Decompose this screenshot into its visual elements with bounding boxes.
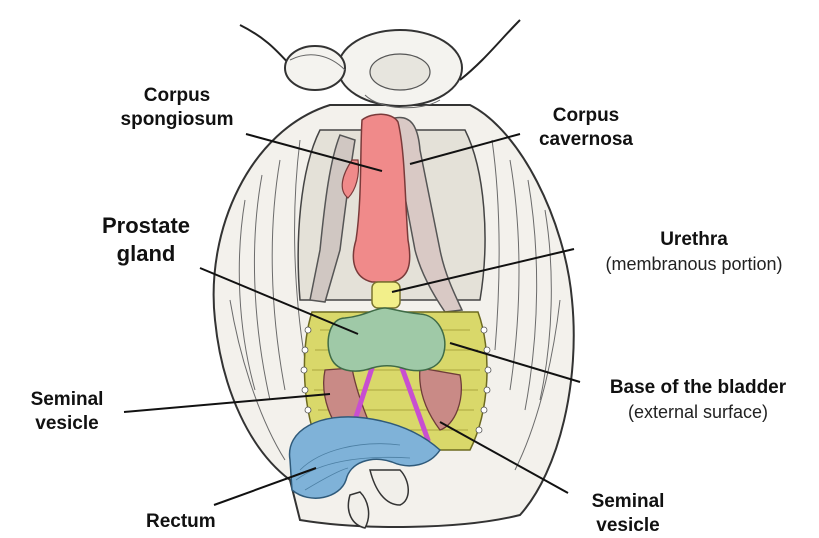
leader-corpus-spongiosum [245, 133, 383, 172]
leader-rectum [213, 467, 317, 506]
label-urethra: Urethra (membranous portion) [605, 229, 783, 274]
leader-urethra [391, 248, 575, 293]
corpus-spongiosum-shape [341, 113, 411, 283]
vas-deferens-shapes [352, 365, 431, 443]
leader-base-of-bladder [449, 342, 581, 383]
label-seminal-vesicle-right: Seminal vesicle [591, 491, 665, 536]
urethra-shape [371, 281, 401, 309]
label-seminal-vesicle-left: Seminal vesicle [30, 389, 104, 434]
leader-prostate [199, 267, 359, 335]
leader-lines [123, 133, 581, 506]
leader-seminal-vesicle-left [123, 393, 331, 413]
label-rectum: Rectum [146, 511, 216, 532]
label-corpus-spongiosum: Corpus spongiosum [120, 85, 234, 130]
skin-flaps [347, 469, 409, 529]
label-base-of-bladder: Base of the bladder (external surface) [609, 377, 787, 422]
label-prostate-gland: Prostate gland [101, 213, 191, 266]
rectum-shape [288, 416, 441, 499]
leader-seminal-vesicle-right [439, 421, 569, 494]
leader-corpus-cavernosa [409, 133, 521, 165]
penis-stump [239, 19, 521, 109]
label-corpus-cavernosa: Corpus cavernosa [538, 105, 633, 150]
prostate-shape [327, 307, 446, 372]
